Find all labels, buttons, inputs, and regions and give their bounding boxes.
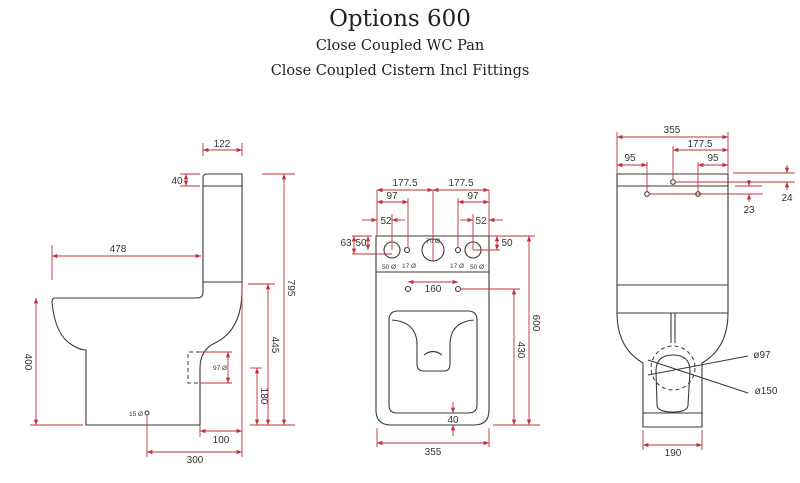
trap-outline (187, 351, 200, 384)
page-title: Options 600 (329, 6, 471, 32)
dim-cistern-depth: 122 (214, 139, 231, 150)
dim-fix-spacing: 160 (425, 284, 442, 295)
dim-half-right: 177.5 (448, 178, 473, 189)
dim-pan-height: 400 (22, 354, 33, 371)
dim-base-width: 190 (665, 448, 682, 459)
pan-outline (51, 282, 243, 426)
dim-dia-97: ø97 (753, 350, 771, 361)
side-view: 122 40 478 400 445 795 180 97 Ø 15 Ø 100… (22, 139, 296, 466)
label-hole-50-right: 50 Ø (470, 264, 484, 271)
bowl-outline (388, 310, 478, 414)
dim-back-offset: 100 (213, 435, 230, 446)
dim-23: 23 (743, 205, 755, 216)
dim-total-depth: 600 (530, 315, 541, 332)
label-hole-17-right: 17 Ø (450, 263, 464, 270)
fix-hole (144, 410, 150, 416)
plan-outline (375, 235, 490, 426)
subtitle-cistern: Close Coupled Cistern Incl Fittings (270, 63, 530, 79)
dim-depth-63: 63 (340, 238, 352, 249)
front-outline (616, 173, 729, 428)
dim-total-height: 795 (285, 280, 296, 297)
dim-depth-50-left: 50 (355, 238, 367, 249)
dim-front-width: 355 (664, 125, 681, 136)
dim-fix-offset: 300 (187, 455, 204, 466)
cistern-outline (202, 173, 243, 283)
dim-hole-left: 97 (386, 191, 398, 202)
dim-lid-height: 40 (171, 176, 183, 187)
dim-edge-right: 52 (475, 216, 487, 227)
dim-depth-50-right: 50 (501, 238, 513, 249)
bowl-well (391, 319, 475, 372)
dim-front-half: 177.5 (687, 139, 712, 150)
dim-hole-right: 97 (467, 191, 479, 202)
label-hole-50-left: 50 Ø (382, 264, 396, 271)
dim-rim: 40 (447, 415, 459, 426)
dim-waste-height: 180 (258, 388, 269, 405)
dim-front-right-95: 95 (707, 153, 719, 164)
dim-edge-left: 52 (380, 216, 392, 227)
label-hole-70: 70 Ø (426, 238, 440, 245)
subtitle-pan: Close Coupled WC Pan (315, 38, 485, 54)
dim-24: 24 (781, 193, 793, 204)
dim-projection: 478 (110, 244, 127, 255)
dim-front-left-95: 95 (624, 153, 636, 164)
dim-fix-depth: 430 (515, 342, 526, 359)
dim-dia-150: ø150 (755, 386, 778, 397)
top-view: 177.5 177.5 97 97 52 52 63 50 50 70 Ø 50… (340, 178, 541, 458)
dim-waste-dia: 97 Ø (213, 365, 227, 372)
dim-back-height: 445 (269, 337, 280, 354)
dim-fix-hole: 15 Ø (129, 411, 143, 418)
dim-half-left: 177.5 (392, 178, 417, 189)
label-hole-17-left: 17 Ø (402, 263, 416, 270)
front-view: 355 177.5 95 95 24 23 ø97 ø150 190 (616, 125, 795, 459)
dim-width: 355 (425, 447, 442, 458)
